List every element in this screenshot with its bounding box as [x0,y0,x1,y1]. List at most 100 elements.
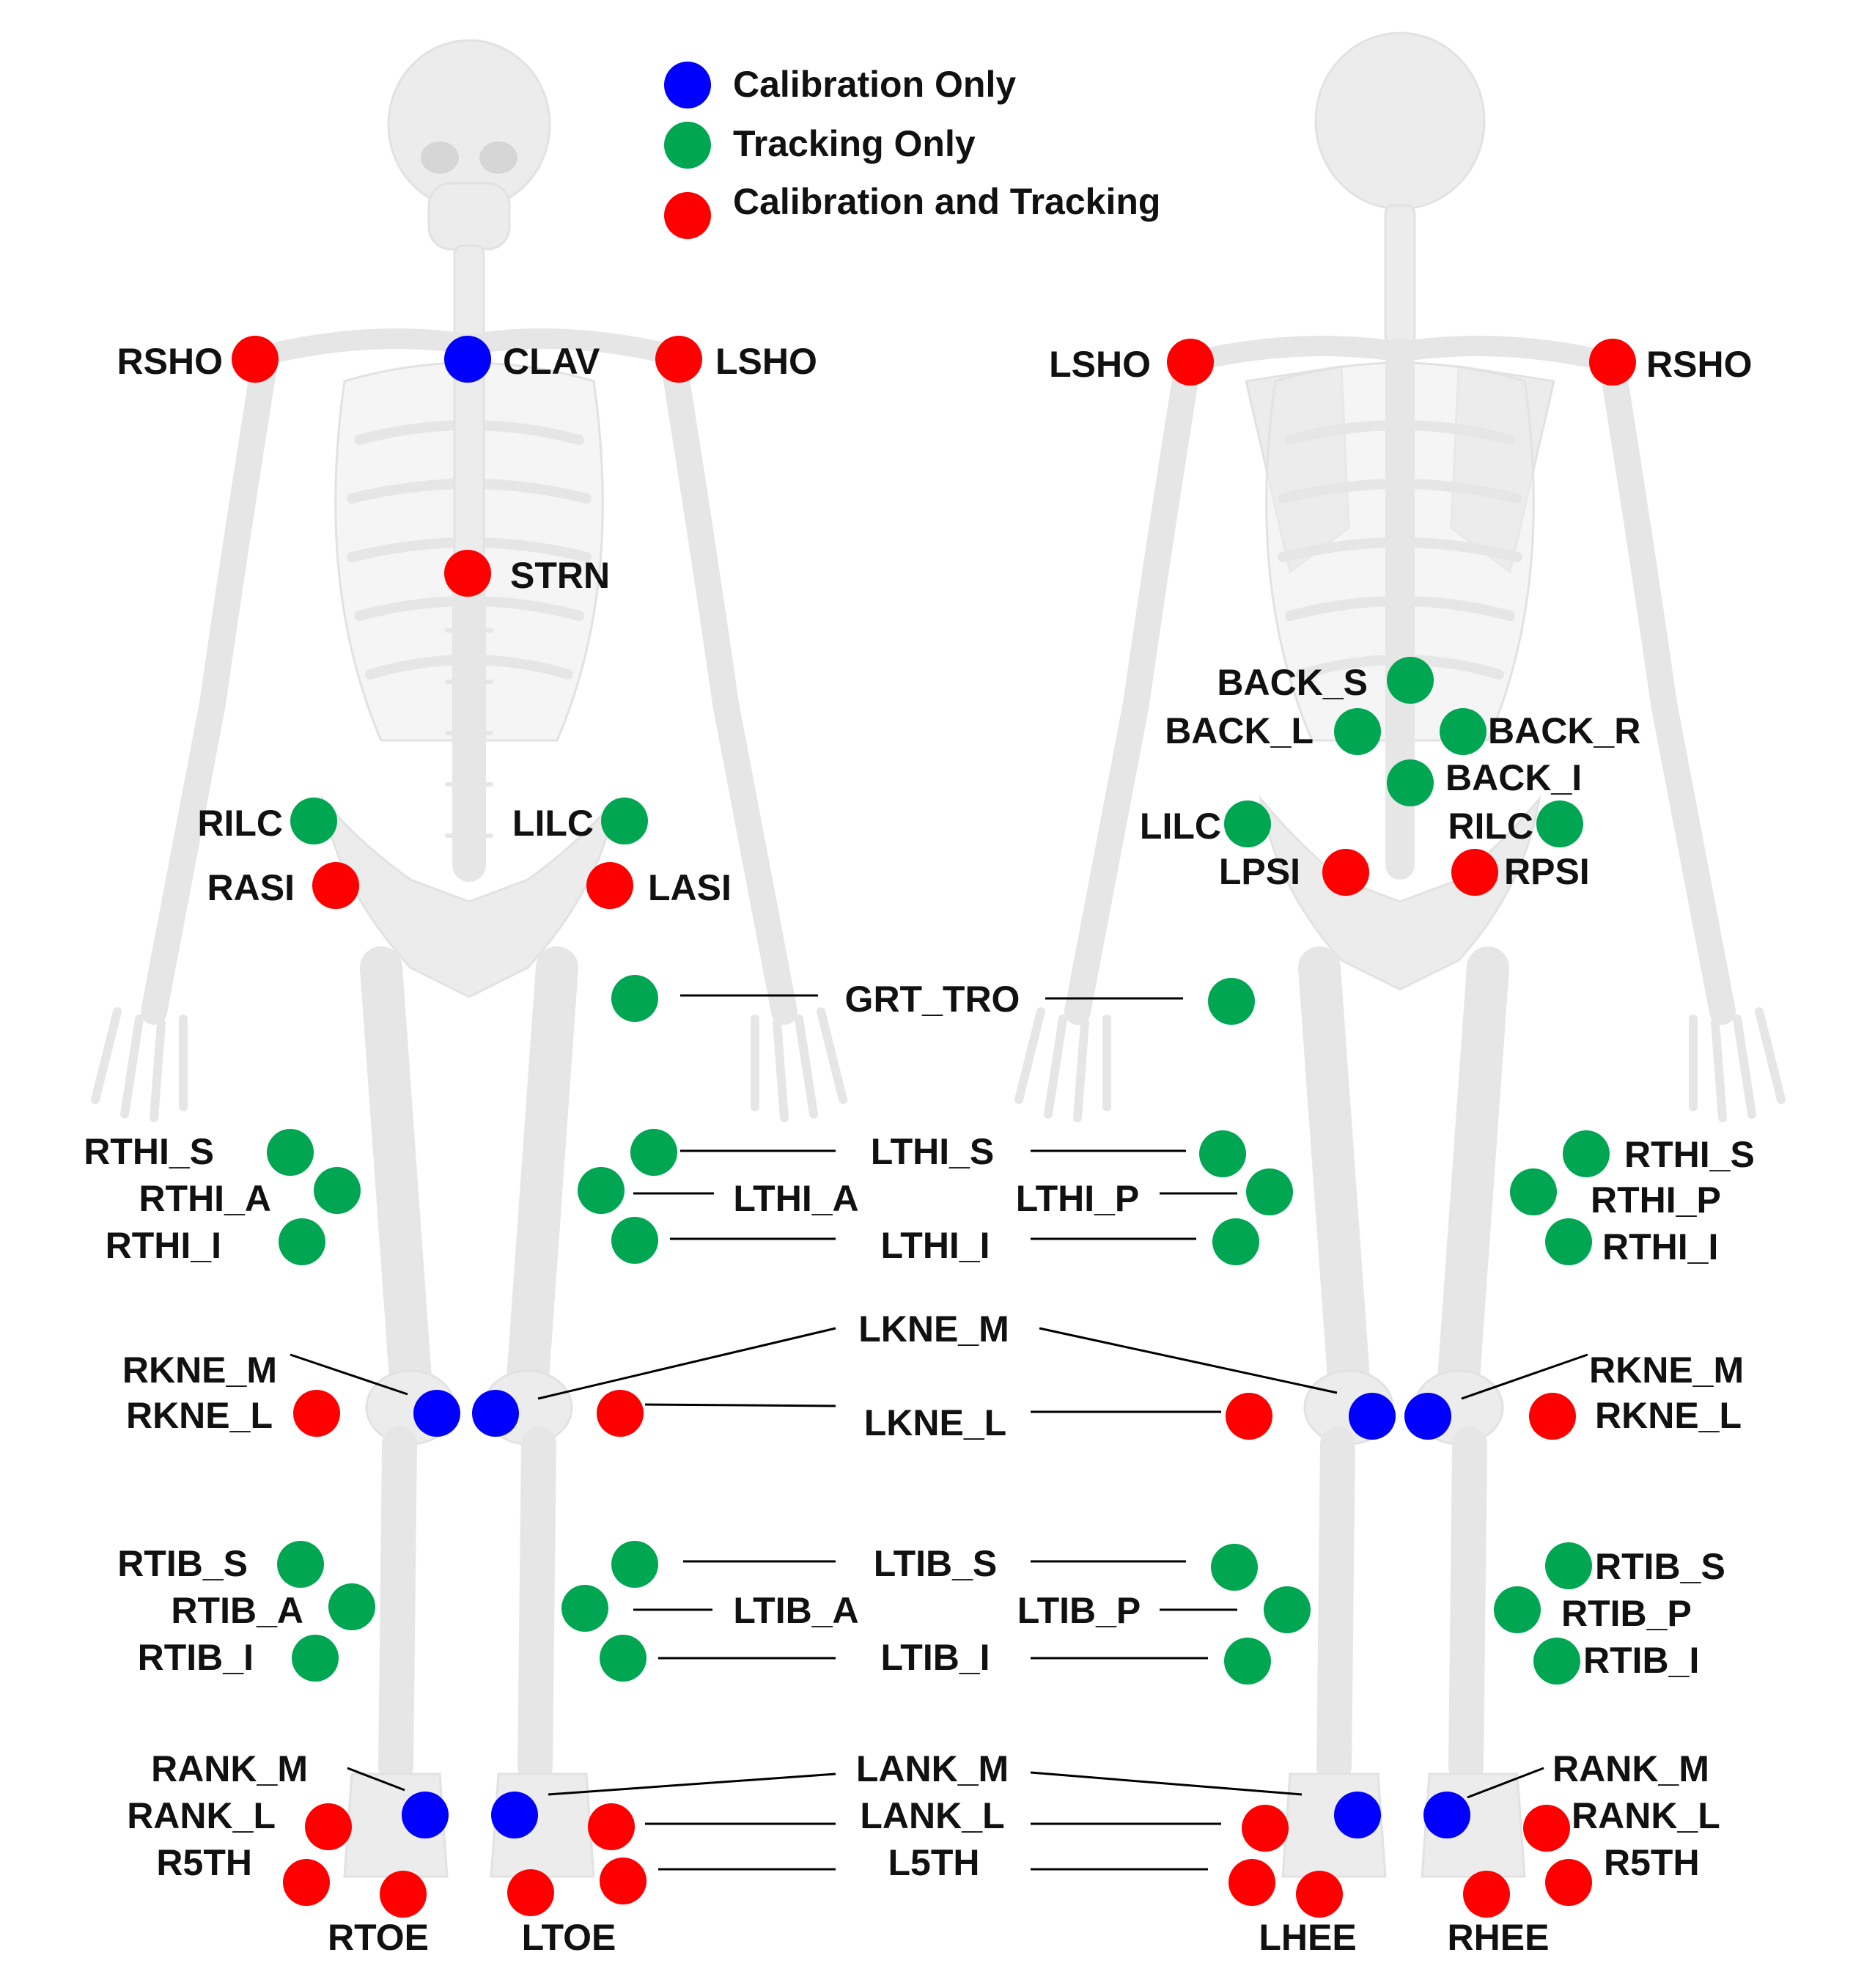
marker-lthi-i-front [611,1217,658,1264]
label-r5th-back: R5TH [1604,1842,1700,1883]
label-rthi-i-back: RTHI_I [1602,1226,1718,1267]
marker-lsho-back [1167,339,1214,386]
leader-rkne-m-front [290,1353,408,1396]
label-rank-m-back: RANK_M [1552,1748,1709,1789]
marker-clav-front [444,336,491,383]
label-lthi-s: LTHI_S [871,1131,995,1172]
marker-rtib-a-front [328,1583,375,1630]
marker-rpsi-back [1451,849,1498,896]
marker-rtib-i-front [292,1635,339,1682]
marker-rank-l-front [305,1803,352,1850]
marker-rthi-i-back [1545,1218,1592,1265]
label-ltib-i: LTIB_I [880,1637,990,1678]
marker-lkne-l-back [1226,1393,1272,1440]
label-rtoe-front: RTOE [328,1917,429,1958]
label-rtib-s-back: RTIB_S [1595,1546,1725,1587]
marker-ltoe-front [507,1869,554,1916]
label-rilc-front: RILC [197,803,283,844]
marker-rkne-l-back [1529,1393,1576,1440]
label-grt-tro: GRT_TRO [845,979,1020,1020]
marker-ltib-p-back [1264,1586,1311,1633]
label-clav-front: CLAV [503,341,600,382]
label-rtib-s-front: RTIB_S [117,1543,248,1584]
marker-ltib-s-front [611,1541,658,1588]
marker-rasi-front [312,862,359,909]
leader-lank-m-front [548,1772,836,1796]
legend-swatch-calibration-and-tracking [664,192,711,239]
marker-lthi-i-back [1212,1218,1259,1265]
label-ltib-a: LTIB_A [733,1590,858,1631]
marker-lkne-m-back [1349,1393,1396,1440]
label-lank-l: LANK_L [860,1795,1004,1836]
marker-grt-tro-back [1208,978,1255,1025]
marker-rhee-back [1463,1871,1510,1918]
marker-lhee-back [1296,1871,1343,1918]
marker-rthi-p-back [1510,1168,1557,1215]
label-ltib-p: LTIB_P [1017,1590,1141,1631]
label-lsho-back: LSHO [1049,344,1151,385]
label-rpsi-back: RPSI [1504,851,1590,892]
label-rank-l-front: RANK_L [127,1795,276,1836]
label-lsho-front: LSHO [715,341,817,382]
legend-item-calibration-only: Calibration Only [664,62,1016,108]
marker-rthi-a-front [314,1167,361,1214]
label-rthi-i-front: RTHI_I [106,1225,221,1266]
label-lasi-front: LASI [648,867,732,908]
label-ltib-s: LTIB_S [874,1543,998,1584]
label-rhee-back: RHEE [1448,1917,1550,1958]
leader-lkne-m-front [537,1327,836,1400]
marker-r5th-back [1545,1859,1592,1906]
marker-rtoe-front [380,1871,427,1918]
marker-labels: RSHO CLAV LSHO STRN RILC LILC RASI LASI … [84,341,1755,1958]
marker-dots [232,336,1636,1918]
marker-lthi-p-back [1246,1168,1293,1215]
label-rkne-m-front: RKNE_M [122,1350,277,1391]
marker-back-i [1387,759,1434,806]
leader-lkne-l-front [644,1403,836,1407]
label-rkne-l-back: RKNE_L [1595,1395,1742,1436]
leader-rkne-m-back [1461,1353,1588,1400]
legend-label-tracking-only: Tracking Only [733,123,976,164]
marker-lthi-s-front [630,1129,677,1176]
leader-rank-m-front [347,1767,405,1792]
label-lilc-back: LILC [1140,806,1221,847]
label-rank-m-front: RANK_M [151,1748,308,1789]
marker-l5th-front [600,1858,646,1904]
marker-lkne-m-front [472,1390,519,1437]
leader-lkne-m-back [1039,1327,1338,1394]
label-rthi-a-front: RTHI_A [139,1178,271,1219]
marker-back-s [1387,657,1434,704]
label-l5th: L5TH [888,1842,980,1883]
label-strn-front: STRN [510,555,610,596]
label-lthi-a: LTHI_A [733,1178,858,1219]
label-lhee-back: LHEE [1259,1917,1356,1958]
leader-lank-m-back [1030,1771,1303,1796]
marker-rsho-back [1589,339,1636,386]
marker-ltib-s-back [1211,1544,1258,1591]
label-rank-l-back: RANK_L [1572,1795,1720,1836]
marker-lasi-front [586,862,633,909]
label-rtib-i-back: RTIB_I [1583,1640,1699,1681]
marker-lank-m-front [491,1792,538,1838]
marker-lank-l-front [588,1803,635,1850]
label-lkne-m: LKNE_M [858,1308,1009,1350]
marker-rank-m-front [402,1792,449,1838]
label-back-i: BACK_I [1445,757,1582,798]
marker-rilc-back [1536,800,1583,847]
marker-r5th-front [283,1859,330,1906]
marker-back-r [1440,708,1487,755]
label-rtib-p-back: RTIB_P [1561,1593,1692,1634]
legend-item-calibration-and-tracking: Calibration and Tracking [664,181,1160,239]
label-back-s: BACK_S [1217,662,1368,703]
legend-label-calibration-and-tracking: Calibration and Tracking [733,181,1160,222]
marker-rkne-m-front [413,1390,460,1437]
label-lpsi-back: LPSI [1219,851,1300,892]
marker-rtib-s-front [277,1541,324,1588]
marker-rthi-s-back [1563,1130,1610,1177]
marker-rsho-front [232,336,279,383]
legend-label-calibration-only: Calibration Only [733,64,1016,105]
label-lthi-p: LTHI_P [1016,1178,1140,1219]
marker-ltib-a-front [561,1585,608,1632]
label-rasi-front: RASI [207,867,295,908]
